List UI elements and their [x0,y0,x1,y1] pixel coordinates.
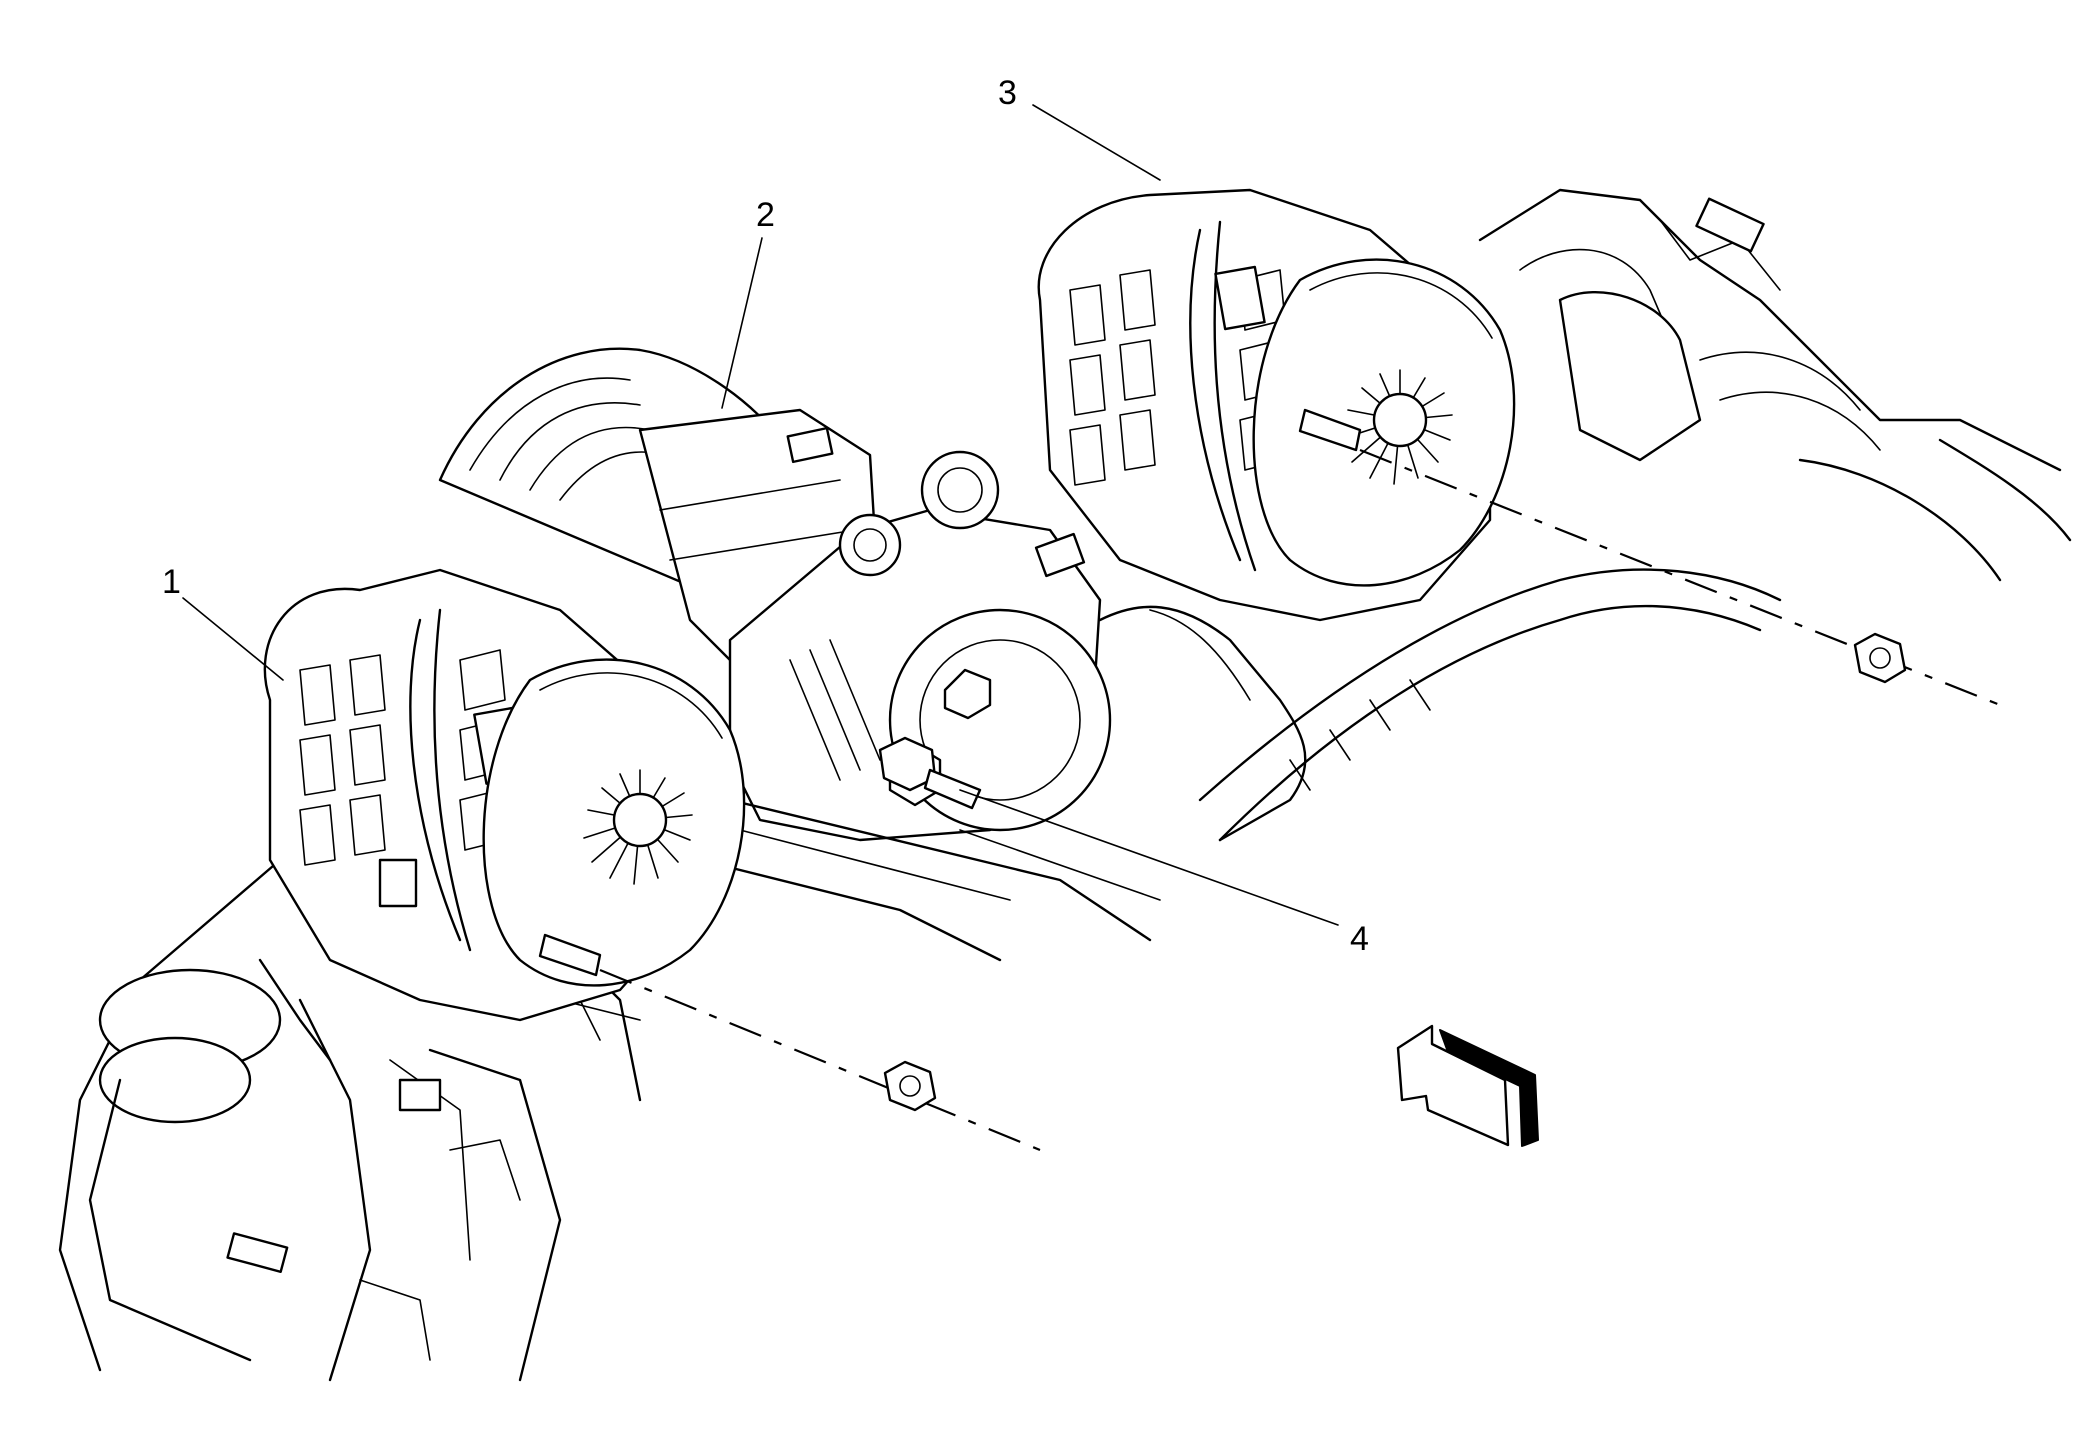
view-direction-arrow-icon [1396,1024,1539,1147]
bolt-icon [878,736,982,810]
alternator-installed [263,568,746,1022]
nut-icon [883,1060,937,1112]
callout-1: 1 [162,563,181,601]
engine-background [58,188,2072,1382]
nut-icon [1853,632,1907,684]
fasteners [599,448,2001,1152]
callout-3: 3 [998,74,1017,112]
leader-lines [182,104,1339,926]
callout-2: 2 [756,196,775,234]
alternator-removed [1037,188,1516,622]
callout-4: 4 [1350,920,1369,958]
